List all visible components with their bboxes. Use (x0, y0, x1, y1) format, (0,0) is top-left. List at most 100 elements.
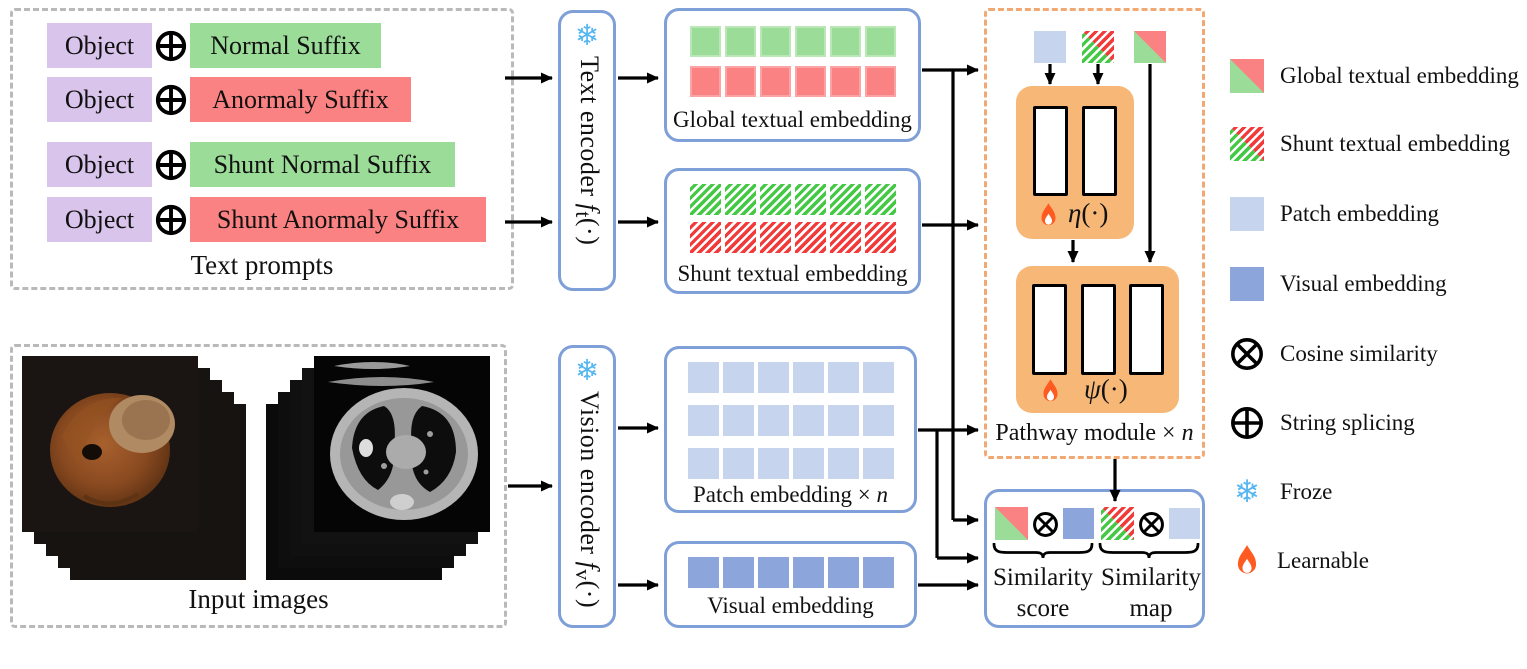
embedding-square (725, 222, 756, 253)
patch-embedding-row (688, 362, 894, 393)
underbrace (1098, 543, 1200, 559)
text-encoder-box: ❄ Text encoder ft(·) (554, 10, 616, 291)
visual-embedding-token (1063, 508, 1094, 539)
patch-embedding-row (688, 405, 894, 436)
suffix-box-shunt-normal: Shunt Normal Suffix (190, 142, 455, 187)
shunt-textual-embedding-token (1101, 507, 1134, 540)
global-textual-embedding-token (995, 507, 1028, 540)
embedding-square (865, 26, 896, 57)
global-textual-embedding-token (1134, 31, 1166, 63)
visual-embedding-row (688, 557, 894, 588)
legend-label: Cosine similarity (1280, 341, 1438, 366)
embedding-square (865, 184, 896, 215)
object-box: Object (47, 23, 152, 68)
froze-icon: ❄ (1234, 474, 1260, 510)
embedding-square (725, 184, 756, 215)
legend-item-froze: ❄ Froze (1230, 473, 1332, 511)
embedding-row-shunt-anomaly (690, 222, 896, 253)
embedding-square (723, 362, 754, 393)
eta-label: η(·) (1068, 198, 1109, 228)
embedding-square (828, 405, 859, 436)
patch-embedding-swatch (1230, 197, 1264, 231)
embedding-square (758, 362, 789, 393)
legend-label: String splicing (1280, 410, 1415, 435)
embedding-square (725, 66, 756, 97)
legend-label: Patch embedding (1280, 201, 1440, 226)
embedding-row-shunt-normal (690, 184, 896, 215)
embedding-square (723, 557, 754, 588)
shunt-textual-embedding-token (1082, 31, 1114, 63)
embedding-square (830, 184, 861, 215)
psi-layer-block (1081, 284, 1116, 375)
embedding-square (688, 557, 719, 588)
embedding-square (863, 362, 894, 393)
hazelnut-image (22, 356, 198, 532)
embedding-square (760, 26, 791, 57)
legend-label: Froze (1280, 479, 1333, 504)
ct-scan-image (314, 356, 490, 532)
cosine-similarity-icon (1139, 512, 1164, 537)
global-textual-embedding-box: Global textual embedding (664, 4, 921, 142)
patch-embedding-box: Patch embedding × n (664, 342, 917, 513)
embedding-square (865, 66, 896, 97)
embedding-square (688, 448, 719, 479)
embedding-square (793, 448, 824, 479)
eta-layer-block (1082, 106, 1117, 196)
embedding-square (863, 557, 894, 588)
cosine-similarity-icon (1033, 512, 1058, 537)
embedding-row-normal (690, 26, 896, 57)
input-images-caption: Input images (188, 584, 329, 614)
visual-embedding-label: Visual embedding (707, 593, 874, 618)
object-box: Object (47, 77, 152, 122)
embedding-square (828, 557, 859, 588)
patch-embedding-token (1169, 508, 1200, 539)
global-textual-embedding-label: Global textual embedding (673, 107, 912, 132)
visual-embedding-box: Visual embedding (664, 537, 917, 628)
legend-item-learnable: Learnable (1230, 542, 1369, 580)
legend-label: Visual embedding (1280, 271, 1447, 296)
shunt-textual-embedding-swatch (1230, 127, 1264, 161)
shunt-textual-embedding-label: Shunt textual embedding (677, 261, 908, 286)
legend-item-string-splicing: String splicing (1230, 404, 1415, 442)
embedding-square (760, 66, 791, 97)
input-images-group (10, 344, 507, 628)
string-splicing-icon (155, 149, 187, 181)
psi-module: ψ(·) (1016, 266, 1179, 413)
legend-item-cosine-similarity: Cosine similarity (1230, 335, 1438, 373)
global-textual-embedding-swatch (1230, 59, 1264, 93)
text-prompts-caption: Text prompts (190, 250, 334, 280)
embedding-square (793, 362, 824, 393)
string-splicing-icon (155, 204, 187, 236)
pathway-module-group (984, 8, 1205, 459)
vision-encoder-label: Vision encoder fv(·) (570, 391, 605, 609)
vision-encoder-box: ❄ Vision encoder fv(·) (554, 345, 616, 628)
embedding-square (723, 405, 754, 436)
ct-image-stack (266, 356, 492, 582)
learnable-icon (1043, 379, 1058, 402)
embedding-square (795, 66, 826, 97)
embedding-square (688, 405, 719, 436)
patch-embedding-label: Patch embedding × n (692, 482, 889, 507)
legend-label: Learnable (1277, 548, 1369, 573)
embedding-square (795, 184, 826, 215)
embedding-square (795, 26, 826, 57)
embedding-square (793, 557, 824, 588)
embedding-square (758, 448, 789, 479)
cosine-similarity-icon (1231, 338, 1263, 370)
suffix-box-shunt-anomaly: Shunt Anormaly Suffix (190, 197, 486, 242)
legend-label: Global textual embedding (1280, 63, 1519, 88)
embedding-square (690, 184, 721, 215)
legend-item-patch-embedding: Patch embedding (1230, 195, 1439, 233)
embedding-square (690, 222, 721, 253)
psi-layer-block (1129, 284, 1164, 375)
embedding-square (688, 362, 719, 393)
text-encoder-label: Text encoder ft(·) (570, 56, 605, 246)
embedding-square (830, 66, 861, 97)
embedding-square (758, 405, 789, 436)
text-prompts-group (10, 8, 514, 290)
legend-item-shunt-textual-embedding: Shunt textual embedding (1230, 125, 1510, 163)
legend-item-visual-embedding: Visual embedding (1230, 265, 1447, 303)
